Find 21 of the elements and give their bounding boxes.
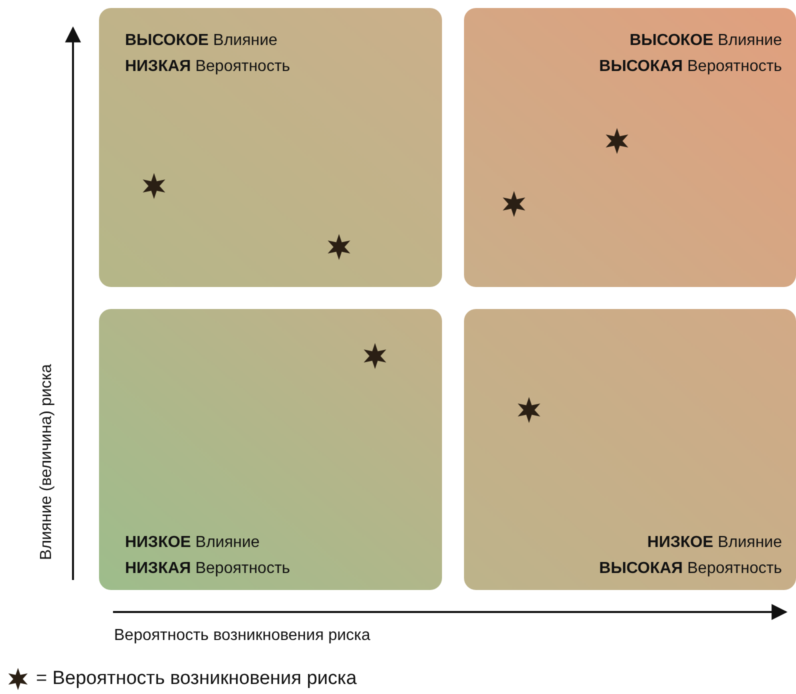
- quadrant-label: НИЗКОЕ Влияние: [125, 533, 260, 553]
- legend-label: = Вероятность возникновения риска: [36, 668, 357, 690]
- quadrant-label: НИЗКАЯ Вероятность: [125, 559, 290, 579]
- quadrant-label: НИЗКОЕ Влияние: [647, 533, 782, 553]
- axis-title: Вероятность возникновения риска: [114, 627, 370, 645]
- star-icon: [500, 190, 528, 218]
- quadrant-label: ВЫСОКАЯ Вероятность: [599, 57, 782, 77]
- quadrant-label: НИЗКАЯ Вероятность: [125, 57, 290, 77]
- quadrant-panel: [464, 309, 796, 590]
- axis-title: Влияние (величина) риска: [38, 364, 56, 560]
- quadrant-panel: [99, 8, 442, 287]
- star-icon: [361, 342, 389, 370]
- star-icon: [140, 172, 168, 200]
- star-icon: [603, 127, 631, 155]
- quadrant-panel: [464, 8, 796, 287]
- star-icon: [325, 233, 353, 261]
- quadrant-label: ВЫСОКОЕ Влияние: [125, 31, 278, 51]
- quadrant-label: ВЫСОКАЯ Вероятность: [599, 559, 782, 579]
- quadrant-panel: [99, 309, 442, 590]
- quadrant-label: ВЫСОКОЕ Влияние: [630, 31, 782, 51]
- star-icon: [515, 396, 543, 424]
